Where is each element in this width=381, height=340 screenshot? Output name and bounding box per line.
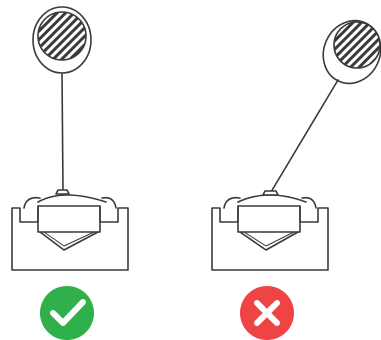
cable-vertical [61,72,64,191]
cable-angled [270,79,339,193]
cross-icon [254,300,280,326]
check-icon [50,299,86,326]
hanging-weight-icon [32,6,92,74]
panel-correct [11,6,129,271]
incorrect-badge [240,286,294,340]
socket-base [11,189,129,271]
correct-badge-circle [40,286,94,340]
correct-badge [40,286,94,340]
socket-base [211,190,329,271]
hanging-weight-icon [322,19,381,85]
panel-incorrect [211,19,381,271]
